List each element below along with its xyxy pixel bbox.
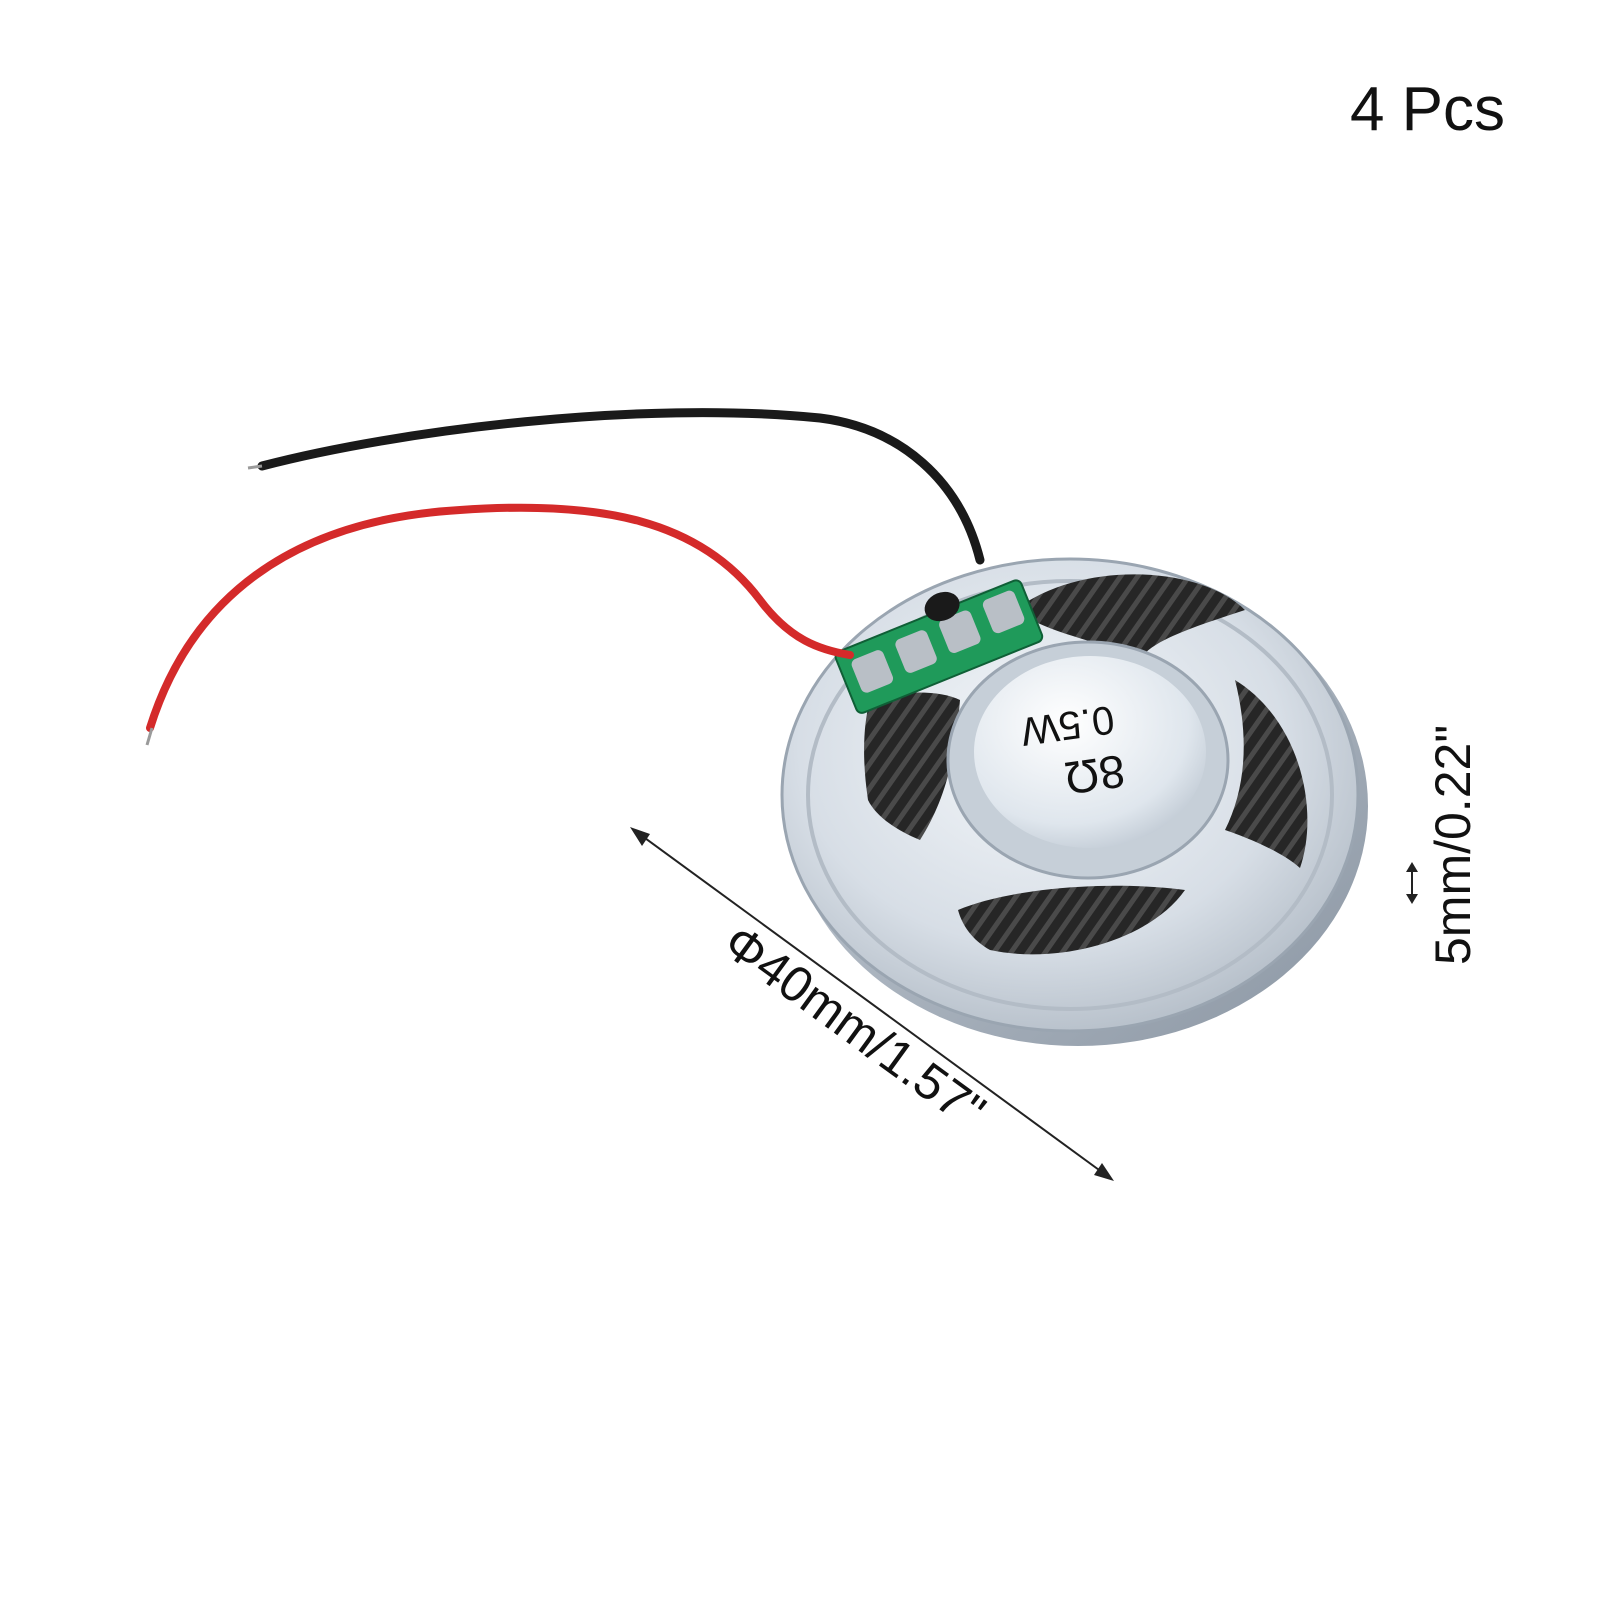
cone-opening-right [1225,680,1308,868]
pcb-tab [834,579,1044,714]
center-cap [974,656,1206,848]
solder-pad [939,610,981,653]
solder-pad [895,630,937,673]
cone-opening-bottom [958,885,1185,955]
solder-pad [851,650,894,693]
red-wire [146,503,854,732]
thickness-label: 5mm/0.22" [1425,725,1481,965]
solder-pad [982,590,1025,634]
speaker: 8Ω 0.5W [780,557,1368,1046]
black-wire-tip [247,464,263,470]
red-wire-tip [145,727,154,746]
cone-opening-top [1015,574,1245,660]
cone-opening-left [864,692,960,840]
black-wire [257,408,985,565]
quantity-label: 4 Pcs [1349,75,1505,144]
impedance-marking: 8Ω [1062,745,1129,805]
thickness-dimension: 5mm/0.22" [1406,725,1481,965]
speaker-inner-ring [806,579,1334,1011]
